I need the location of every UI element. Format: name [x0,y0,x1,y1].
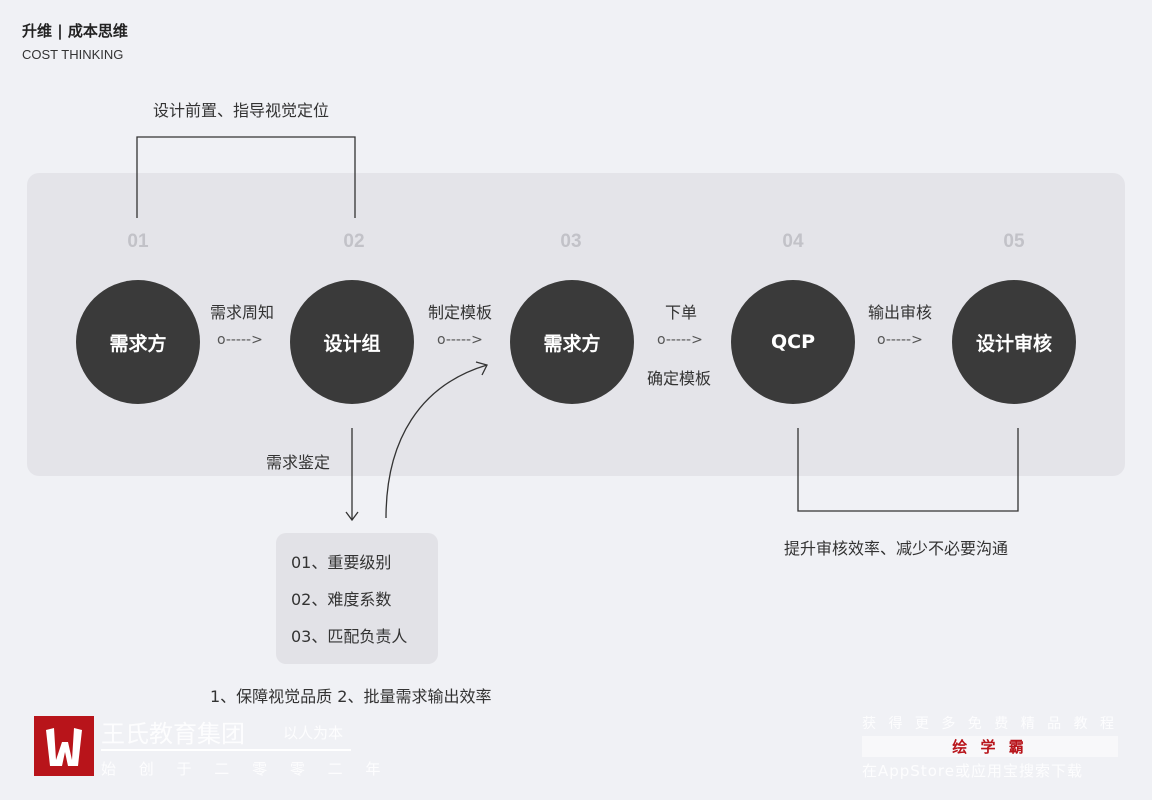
down-arrow-head [345,511,359,522]
step-circle-requester-2: 需求方 [510,280,634,404]
step-circle-qcp: QCP [731,280,855,404]
watermark-brand: 绘 学 霸 [862,736,1118,757]
page-subtitle: COST THINKING [22,47,124,62]
step-number: 04 [782,231,804,252]
step-circle-requester: 需求方 [76,280,200,404]
connector-label: 制定模板 [428,303,493,322]
logo-w-icon [34,716,94,776]
curved-arrow [385,364,488,519]
dashed-arrow-icon: o-----> [217,332,263,348]
connector-label: 输出审核 [868,303,933,322]
watermark-since: 始 创 于 二 零 零 二 年 [101,760,390,778]
dashed-arrow-icon: o-----> [877,332,923,348]
detail-item: 01、重要级别 [291,553,392,572]
step-number: 01 [127,231,149,252]
dashed-arrow-icon: o-----> [657,332,703,348]
connector-label: 下单 [665,303,698,322]
watermark-download: 在AppStore或应用宝搜索下载 [862,762,1083,780]
detail-item: 03、匹配负责人 [291,627,408,646]
watermark-divider [101,749,351,751]
dashed-arrow-icon: o-----> [437,332,483,348]
detail-box: 01、重要级别 02、难度系数 03、匹配负责人 [276,533,438,664]
step-circle-design-review: 设计审核 [952,280,1076,404]
detail-item: 02、难度系数 [291,590,392,609]
curved-arrow-head [475,361,488,376]
watermark-org: 王氏教育集团 [101,720,245,748]
bottom-bracket-label: 提升审核效率、减少不必要沟通 [784,539,1009,558]
top-bracket [136,136,356,218]
connector-label: 需求周知 [210,303,275,322]
step-circle-design-team: 设计组 [290,280,414,404]
bottom-bracket [797,428,1019,512]
connector-label-secondary: 确定模板 [647,369,712,388]
step-number: 03 [560,231,582,252]
step-number: 02 [343,231,365,252]
top-bracket-label: 设计前置、指导视觉定位 [153,101,330,120]
down-arrow-label: 需求鉴定 [266,453,331,472]
bottom-note: 1、保障视觉品质 2、批量需求输出效率 [210,687,492,706]
step-number: 05 [1003,231,1025,252]
watermark-motto: 以人为本 [283,724,344,742]
watermark-promo: 获 得 更 多 免 费 精 品 教 程 [862,716,1119,732]
page-title: 升维 | 成本思维 [22,22,128,40]
